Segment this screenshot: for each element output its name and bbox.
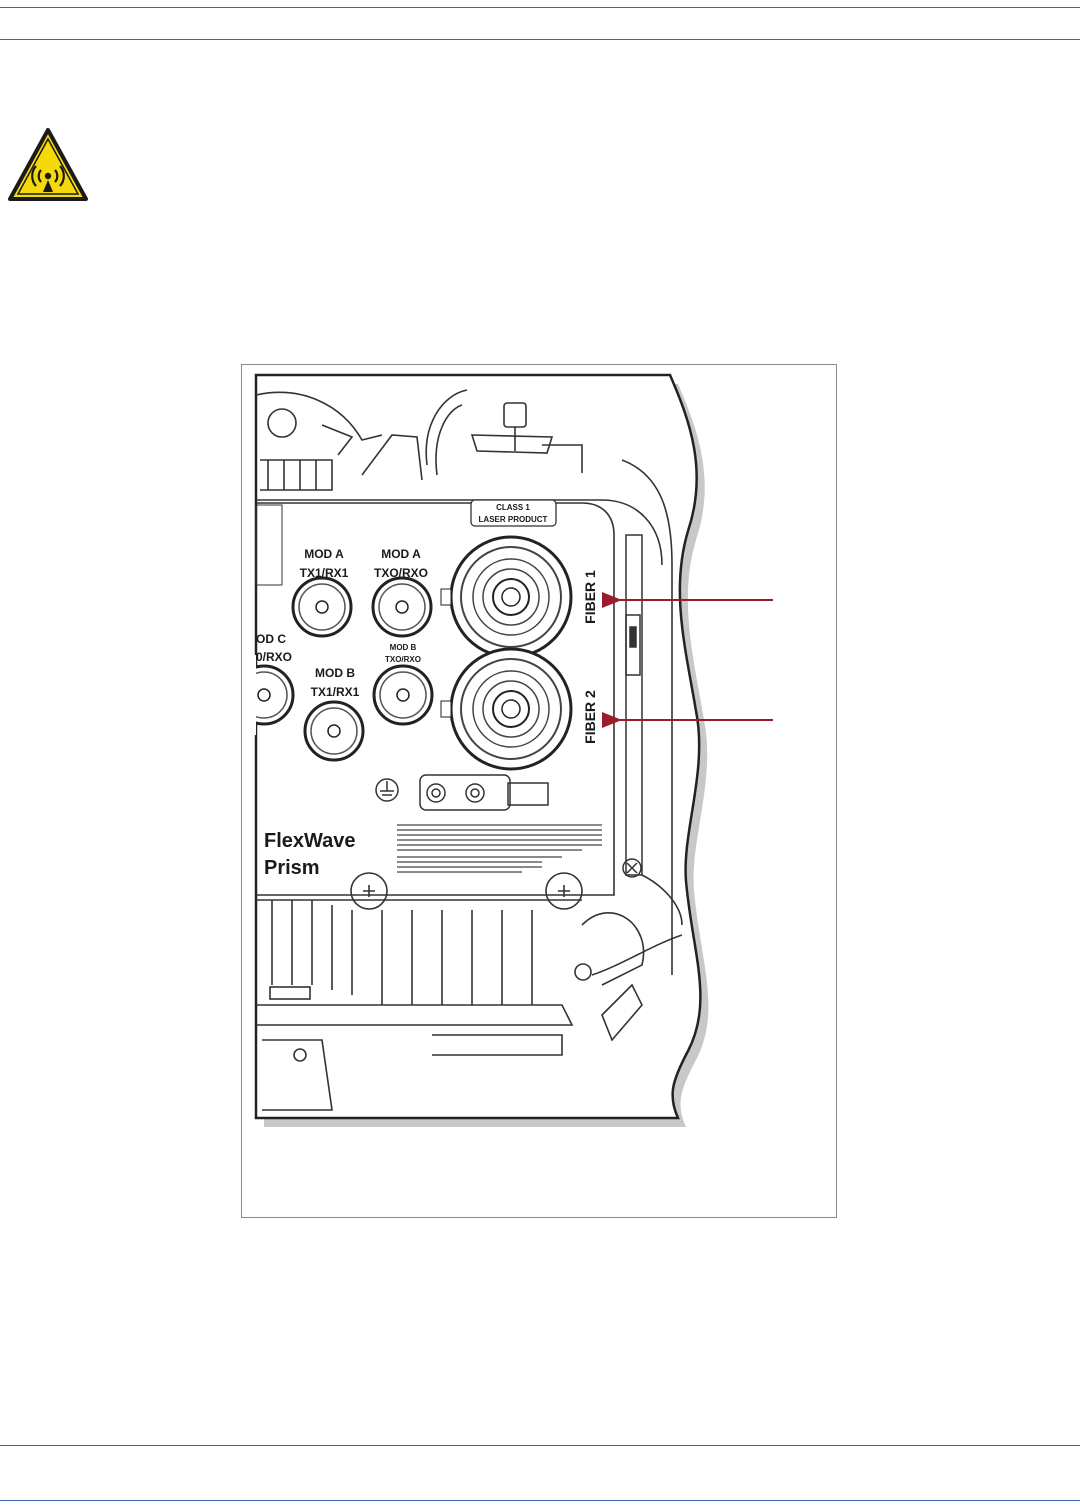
brand-line2: Prism	[264, 857, 320, 879]
port-mod-a-tx1	[293, 578, 351, 636]
port-mod-a-tx0	[373, 578, 431, 636]
port-mod-b-tx0-line1: MOD B	[390, 643, 417, 652]
port-mod-a-tx1-line1: MOD A	[304, 547, 344, 561]
equipment-illustration: CLASS 1 LASER PRODUCT MOD A TX1/RX1 MOD …	[242, 365, 836, 1217]
port-mod-b-tx1-line2: TX1/RX1	[311, 685, 360, 699]
port-mod-a-tx0-line2: TXO/RXO	[374, 566, 428, 580]
port-mod-c-line1: OD C	[256, 632, 286, 646]
brand-line1: FlexWave	[264, 830, 356, 852]
fiber-1-label: FIBER 1	[582, 570, 598, 624]
port-mod-c-line2: 0/RXO	[256, 650, 292, 664]
port-mod-b-tx1	[305, 702, 363, 760]
rf-radiation-warning-icon	[7, 127, 89, 203]
header-rule-top	[0, 7, 1080, 8]
port-mod-a-tx1-line2: TX1/RX1	[300, 566, 349, 580]
port-mod-b-tx0	[374, 666, 432, 724]
laser-label-line2: LASER PRODUCT	[479, 515, 548, 524]
footer-rule-top	[0, 1445, 1080, 1446]
laser-label-line1: CLASS 1	[496, 503, 530, 512]
port-mod-b-tx1-line1: MOD B	[315, 666, 355, 680]
port-mod-b-tx0-line2: TXO/RXO	[385, 655, 421, 664]
header-rule-bottom	[0, 39, 1080, 40]
port-mod-a-tx0-line1: MOD A	[381, 547, 421, 561]
equipment-figure: CLASS 1 LASER PRODUCT MOD A TX1/RX1 MOD …	[241, 364, 837, 1218]
footer-rule-bottom	[0, 1500, 1080, 1501]
fiber-2-label: FIBER 2	[582, 690, 598, 744]
